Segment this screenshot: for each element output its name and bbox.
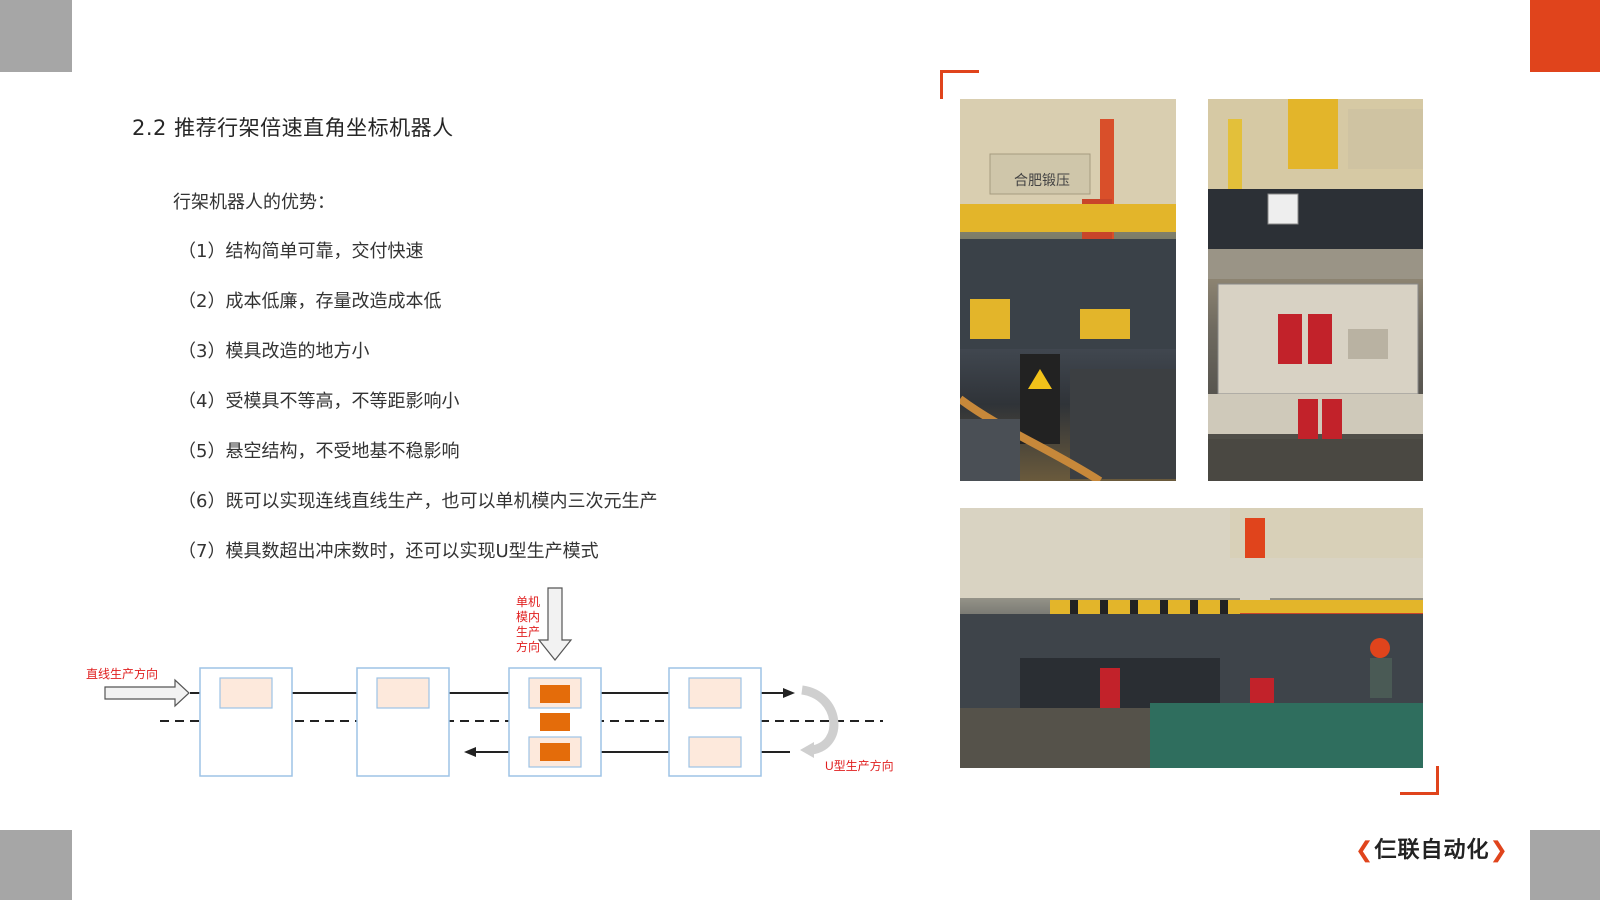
corner-decoration-bottom-left	[0, 830, 72, 900]
die-block-active	[540, 713, 570, 731]
u-turn-arrow	[801, 685, 839, 755]
advantage-item: （3）模具改造的地方小	[178, 341, 370, 362]
straight-direction-label: 直线生产方向	[86, 666, 158, 681]
die-block-active	[540, 743, 570, 761]
lower-flow-arrowhead	[464, 747, 476, 757]
photo-frame-bracket	[1400, 766, 1439, 795]
upper-flow-arrowhead	[783, 688, 795, 698]
die-box	[219, 677, 273, 709]
die-box	[688, 677, 742, 709]
single-machine-direction-label: 单机 模内 生产 方向	[516, 595, 543, 654]
slide-title: 2.2 推荐行架倍速直角坐标机器人	[132, 116, 454, 140]
die-box	[376, 677, 430, 709]
u-direction-label: U型生产方向	[825, 758, 894, 773]
corner-decoration-top-right	[1530, 0, 1600, 72]
brand-name: 仨联自动化	[1374, 838, 1490, 863]
advantages-heading: 行架机器人的优势：	[173, 192, 335, 213]
die-block-active	[540, 685, 570, 703]
straight-direction-arrow	[104, 678, 190, 708]
brand-left-mark: ❮	[1355, 838, 1375, 863]
advantage-item: （4）受模具不等高，不等距影响小	[178, 391, 460, 412]
advantage-item: （6）既可以实现连线直线生产，也可以单机模内三次元生产	[178, 491, 658, 512]
advantage-item: （7）模具数超出冲床数时，还可以实现U型生产模式	[178, 541, 599, 562]
u-turn-arrowhead	[800, 742, 814, 758]
single-machine-direction-arrow	[537, 587, 573, 661]
die-clamp-photo	[1208, 99, 1423, 481]
brand-logo: ❮仨联自动化❯	[1355, 832, 1509, 864]
press-sign-text: 合肥锻压	[1014, 173, 1070, 189]
advantage-item: （2）成本低廉，存量改造成本低	[178, 291, 442, 312]
press-line-photo: 合肥锻压	[960, 99, 1176, 481]
production-flow-diagram: 直线生产方向 单机 模内 生产 方向 U型生产方向	[86, 587, 894, 777]
advantage-item: （5）悬空结构，不受地基不稳影响	[178, 441, 460, 462]
advantage-item: （1）结构简单可靠，交付快速	[178, 241, 424, 262]
die-box	[688, 736, 742, 768]
photo-frame-bracket	[940, 70, 979, 99]
brand-right-mark: ❯	[1489, 838, 1509, 863]
gantry-robot-photo	[960, 508, 1423, 768]
corner-decoration-bottom-right	[1530, 830, 1600, 900]
corner-decoration-top-left	[0, 0, 72, 72]
